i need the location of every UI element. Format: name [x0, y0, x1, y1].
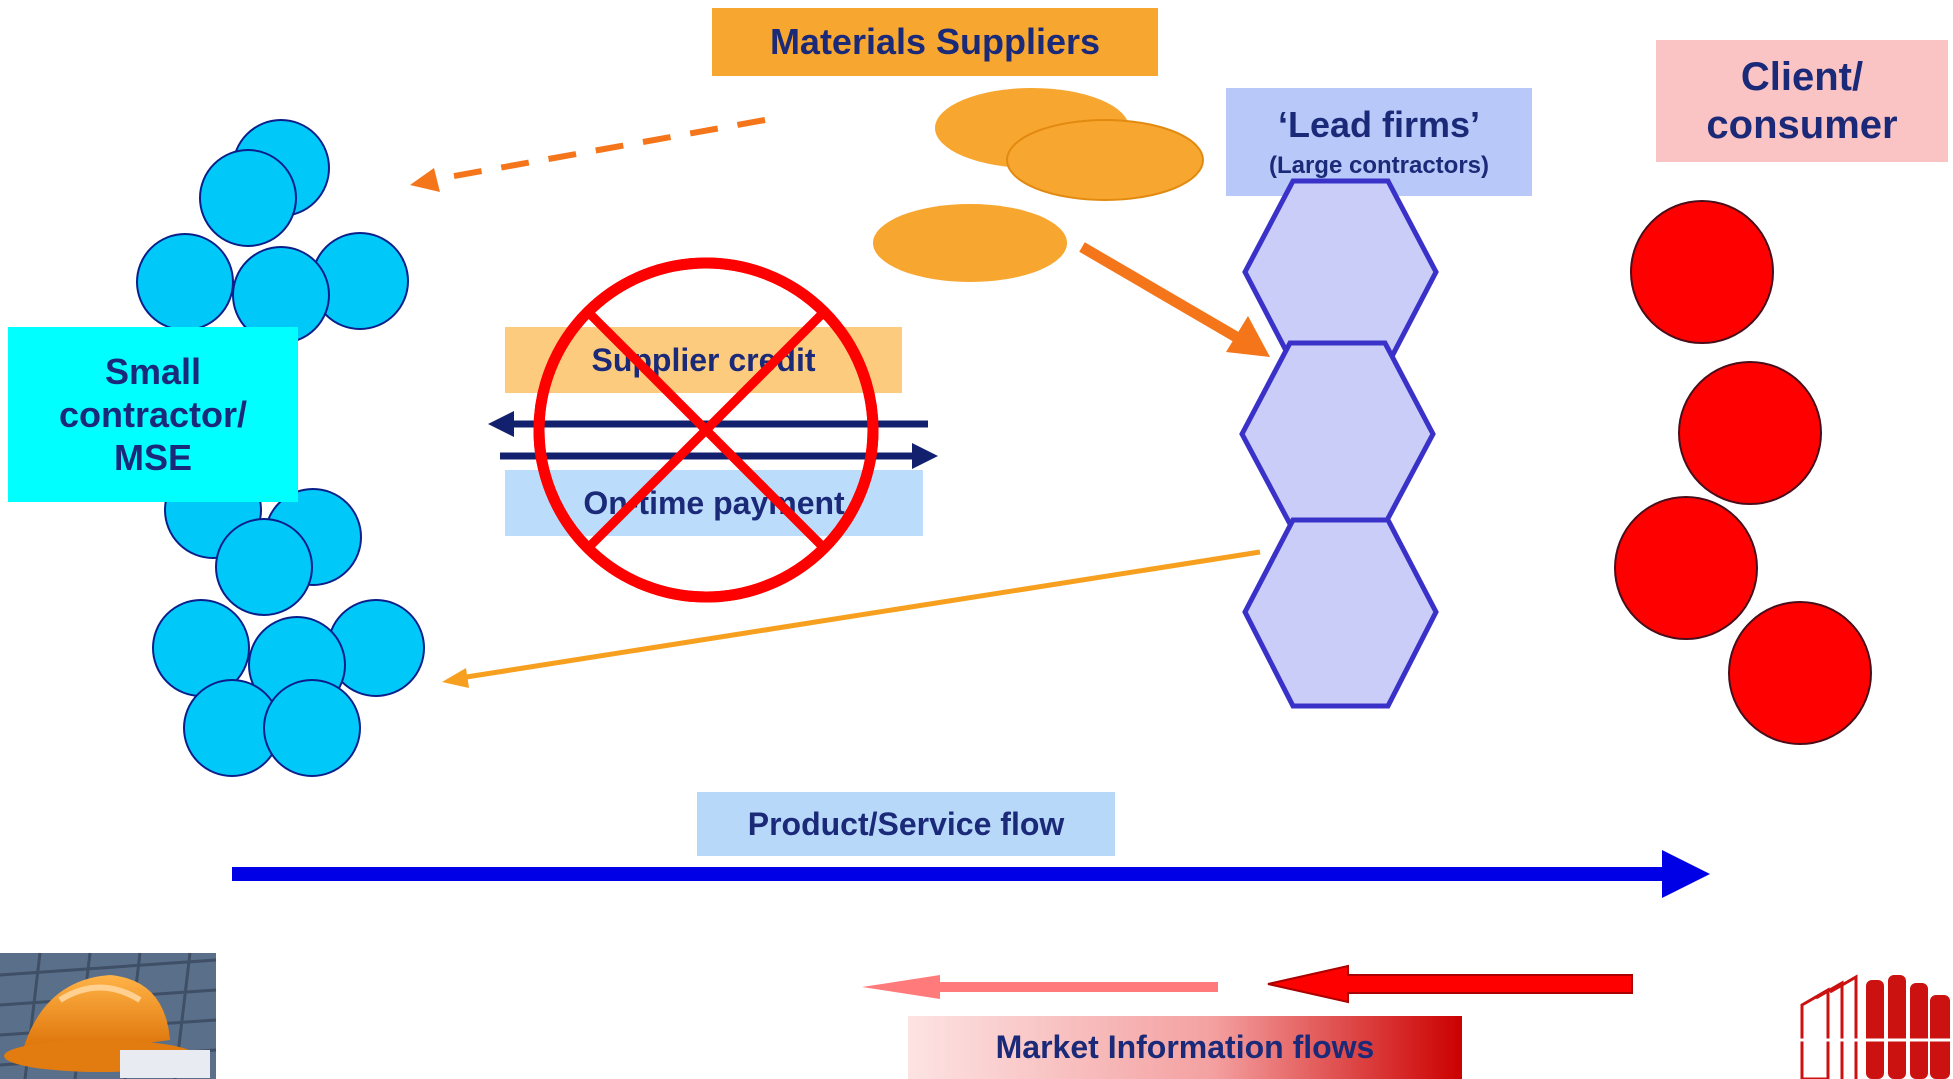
client-circle [1728, 601, 1872, 745]
contractor-circle [136, 233, 234, 331]
contractor-circle [215, 518, 313, 616]
lead-firm-hexagon [1239, 340, 1436, 527]
dashed-supply-arrow [431, 117, 766, 183]
materials-suppliers-label: Materials Suppliers [769, 21, 1101, 62]
lead-firm-hexagon [1242, 178, 1439, 367]
credit-arrow-head [488, 411, 514, 437]
contractor-circle [263, 679, 361, 777]
supply-to-lead-arrow-head [1226, 316, 1270, 357]
lead-firm-hexagon [1242, 517, 1439, 709]
small-contractor-label-line: Small [104, 350, 202, 392]
product-flow-label: Product/Service flow [747, 805, 1065, 842]
product-flow-arrow [232, 867, 1672, 881]
on-time-payment-label: On-time payment [583, 484, 845, 521]
client-label-line: Client/ [1740, 55, 1864, 99]
payment-back-arrow [459, 549, 1261, 681]
lead-firms-label-group: ‘Lead firms’ (Large contractors) [1226, 92, 1532, 192]
product-flow-arrow-head [1662, 850, 1710, 898]
dashed-arrow-head [410, 168, 440, 192]
market-info-box [908, 1016, 1462, 1079]
small-contractor-box [8, 327, 298, 502]
client-circle [1614, 496, 1758, 640]
supplier-credit-label: Supplier credit [591, 341, 816, 378]
lead-firms-label: ‘Lead firms’ [1277, 104, 1481, 145]
lead-firms-sublabel: (Large contractors) [1268, 152, 1490, 179]
product-flow-box [697, 792, 1115, 856]
small-contractor-label: Small contractor/ MSE [8, 327, 298, 502]
small-contractor-label-line: MSE [113, 437, 192, 479]
market-info-arrow-light [862, 975, 1218, 999]
client-box [1656, 40, 1948, 162]
market-info-label: Market Information flows [995, 1029, 1375, 1065]
payment-arrow-head [912, 443, 938, 469]
hard-hat-photo [0, 952, 217, 1079]
client-circle [1630, 200, 1774, 344]
supplier-ellipse [873, 204, 1067, 282]
market-info-arrow-red [1267, 964, 1633, 1004]
materials-suppliers-box [712, 8, 1158, 76]
client-circle [1678, 361, 1822, 505]
supplier-ellipse [1006, 119, 1204, 201]
contractor-circle [199, 149, 297, 247]
client-label: Client/ consumer [1656, 40, 1948, 162]
supply-to-lead-arrow [1079, 242, 1241, 343]
books-logo-icon [1800, 974, 1953, 1079]
client-label-line: consumer [1706, 103, 1898, 147]
small-contractor-label-line: contractor/ [58, 393, 248, 435]
lead-firms-box [1226, 88, 1532, 196]
payment-back-arrow-head [442, 668, 469, 688]
